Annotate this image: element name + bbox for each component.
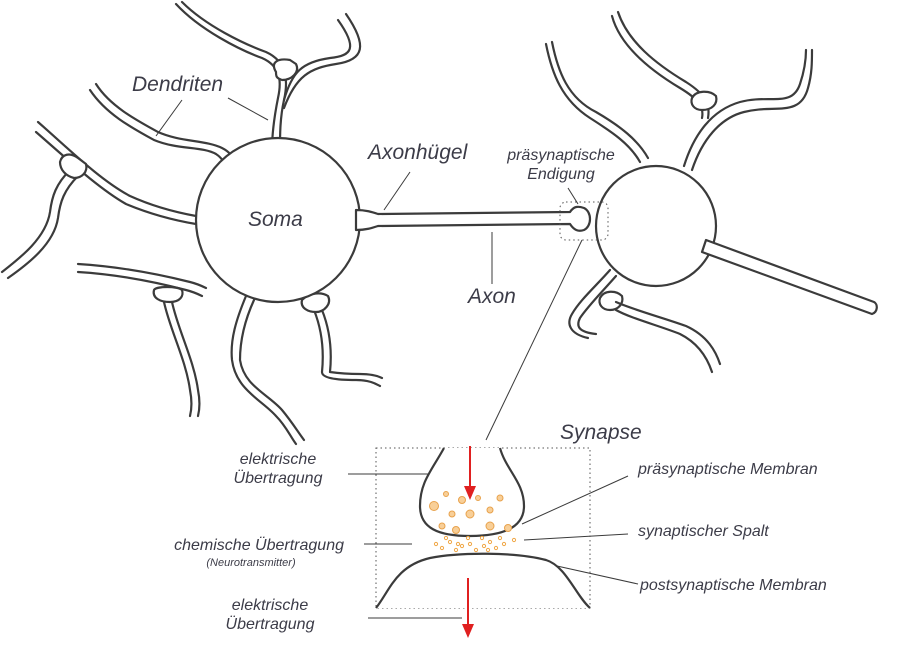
axon-hillock-label: Axonhügel — [368, 141, 468, 164]
electrical-bottom-line2: Übertragung — [225, 616, 315, 634]
neurotransmitter-dot — [493, 545, 499, 551]
postsynaptic-membrane-label: postsynaptische Membran — [640, 577, 827, 594]
neurotransmitter-dot — [465, 535, 471, 541]
vesicle — [475, 495, 481, 501]
neurotransmitter-dot — [473, 547, 479, 553]
electrical-transmission-top-label: elektrische Übertragung — [220, 450, 336, 488]
presynaptic-ending-label: präsynaptische Endigung — [498, 146, 624, 184]
synaptic-vesicles — [429, 491, 512, 534]
vesicle — [448, 510, 456, 518]
presynaptic-ending-line2: Endigung — [527, 166, 595, 184]
vesicle — [443, 491, 449, 497]
dendrites-label: Dendriten — [132, 73, 224, 96]
vesicle — [496, 494, 504, 502]
neurotransmitter-dot — [511, 537, 517, 543]
dendrites-left-neuron — [0, 0, 384, 446]
signal-arrow-top — [464, 446, 476, 500]
vesicle — [486, 506, 494, 514]
neurotransmitter-dot — [467, 541, 473, 547]
synapse-box — [375, 447, 591, 609]
neurotransmitter-dot — [481, 543, 487, 549]
neurotransmitter-dot — [485, 547, 491, 553]
electrical-transmission-bottom-label: elektrische Übertragung — [212, 596, 328, 634]
neurotransmitter-dot — [487, 539, 493, 545]
soma-label: Soma — [248, 208, 303, 231]
leader-lines — [155, 97, 639, 619]
axon-label: Axon — [468, 285, 516, 308]
neurotransmitter-dot — [443, 535, 449, 541]
electrical-top-line2: Übertragung — [233, 470, 323, 488]
neurotransmitter-dot — [453, 547, 459, 553]
axon-shape — [354, 205, 592, 232]
neurotransmitter-dot — [439, 545, 445, 551]
vesicle — [458, 496, 466, 504]
neurotransmitter-dot — [501, 541, 507, 547]
chemical-transmission-label: chemische Übertragung — [174, 537, 344, 554]
neurotransmitter-label: (Neurotransmitter) — [206, 557, 296, 569]
right-neuron — [544, 10, 878, 374]
synapse-detail — [375, 447, 591, 609]
vesicle — [485, 521, 495, 531]
synaptic-cleft-label: synaptischer Spalt — [638, 523, 769, 540]
vesicle — [465, 509, 475, 519]
neurotransmitter-dot — [479, 535, 485, 541]
electrical-top-line1: elektrische — [239, 451, 317, 468]
electrical-bottom-line1: elektrische — [231, 597, 309, 614]
neurotransmitter-dots — [433, 535, 517, 553]
presynaptic-ending-line1: präsynaptische — [507, 147, 615, 164]
terminal-highlight-box — [559, 201, 609, 241]
presynaptic-membrane-label: präsynaptische Membran — [638, 461, 818, 478]
neurotransmitter-dot — [455, 541, 461, 547]
neurotransmitter-dot — [459, 543, 465, 549]
vesicle — [504, 524, 512, 532]
synapse-title: Synapse — [560, 421, 642, 444]
neurotransmitter-dot — [447, 539, 453, 545]
vesicle — [452, 526, 460, 534]
vesicle — [429, 501, 439, 511]
signal-arrow-bottom — [462, 578, 474, 638]
neurotransmitter-dot — [497, 535, 503, 541]
neurotransmitter-dot — [433, 541, 439, 547]
vesicle — [438, 522, 446, 530]
